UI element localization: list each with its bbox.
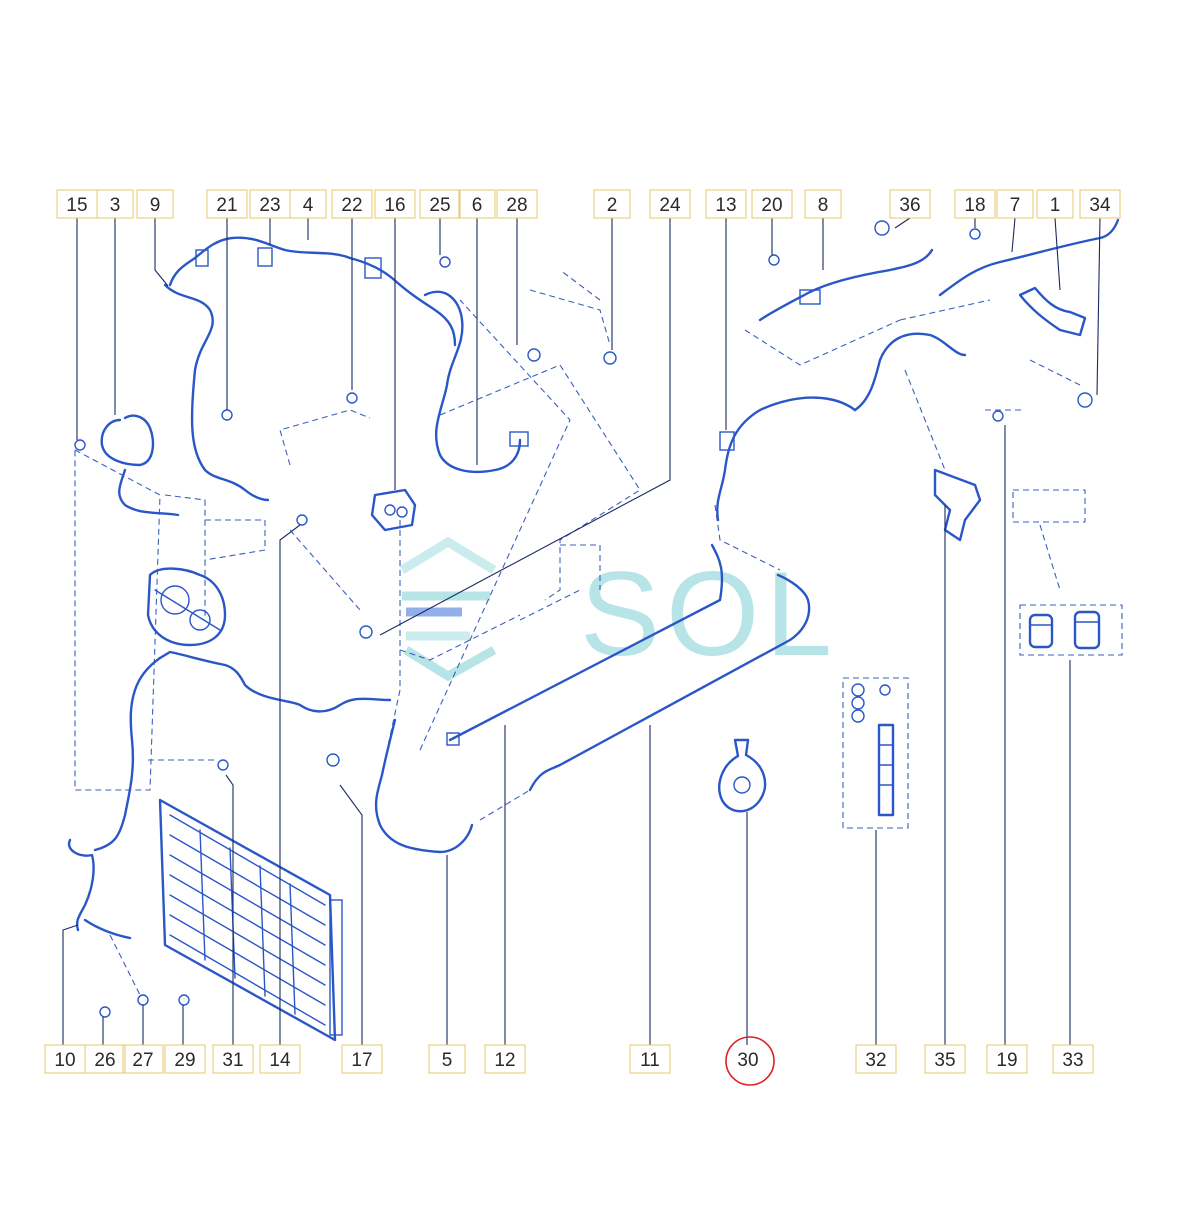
part-label-28: 28 — [506, 195, 527, 216]
part-label-6: 6 — [472, 195, 483, 216]
top-part-labels: 15 3 9 21 23 4 22 16 25 6 28 2 24 13 20 … — [56, 189, 1121, 219]
part-label-33: 33 — [1062, 1050, 1083, 1071]
bottom-part-labels: 10 26 27 29 31 14 17 5 12 11 30 32 35 19… — [44, 1036, 1094, 1086]
highlight-circle — [725, 1036, 775, 1086]
part-label-3: 3 — [110, 195, 121, 216]
watermark-logo-icon — [399, 536, 497, 682]
part-label-29: 29 — [174, 1050, 195, 1071]
assembly-dashed-lines — [74, 269, 1123, 996]
part-label-23: 23 — [259, 195, 280, 216]
part-label-18: 18 — [964, 195, 985, 216]
part-label-16: 16 — [384, 195, 405, 216]
part-label-1: 1 — [1050, 195, 1061, 216]
part-label-14: 14 — [269, 1050, 291, 1071]
pipe-11 — [528, 573, 811, 792]
watermark: SOL — [399, 536, 838, 682]
pipe-7 — [938, 218, 1120, 297]
part-label-7: 7 — [1010, 195, 1021, 216]
hose-10 — [67, 838, 132, 940]
part-label-35: 35 — [934, 1050, 955, 1071]
component-33 — [1028, 610, 1101, 650]
pipe-13 — [716, 332, 967, 522]
part-label-15: 15 — [66, 195, 87, 216]
part-label-31: 31 — [222, 1050, 243, 1071]
leader-lines — [62, 217, 1101, 1045]
part-label-17: 17 — [351, 1050, 372, 1071]
pipe-12 — [446, 543, 724, 746]
part-label-30: 30 — [737, 1050, 758, 1071]
part-label-21: 21 — [216, 195, 237, 216]
pipe-5 — [374, 718, 474, 854]
part-label-36: 36 — [899, 195, 920, 216]
part-label-22: 22 — [341, 195, 362, 216]
part-label-25: 25 — [429, 195, 450, 216]
component-35 — [933, 468, 982, 542]
pipe-31-14 — [93, 650, 392, 852]
compressor — [146, 567, 227, 647]
part-label-20: 20 — [761, 195, 782, 216]
part-label-12: 12 — [494, 1050, 515, 1071]
small-fasteners — [74, 220, 1093, 1018]
part-label-11: 11 — [640, 1050, 660, 1071]
component-30 — [718, 738, 767, 813]
component-1 — [1018, 286, 1087, 337]
part-label-8: 8 — [818, 195, 829, 216]
part-label-26: 26 — [94, 1050, 115, 1071]
part-label-27: 27 — [132, 1050, 153, 1071]
component-32 — [851, 683, 895, 817]
pipe-8 — [758, 248, 934, 322]
hose-6 — [423, 290, 529, 474]
part-label-19: 19 — [996, 1050, 1017, 1071]
hose-9-21-4 — [163, 236, 457, 502]
part-label-9: 9 — [150, 195, 161, 216]
part-label-4: 4 — [303, 195, 314, 216]
part-label-24: 24 — [659, 195, 681, 216]
part-label-34: 34 — [1089, 195, 1111, 216]
part-label-13: 13 — [715, 195, 736, 216]
part-label-32: 32 — [865, 1050, 886, 1071]
hose-3 — [100, 414, 180, 517]
condenser — [158, 798, 343, 1042]
part-label-10: 10 — [54, 1050, 75, 1071]
component-16 — [370, 488, 417, 532]
part-label-5: 5 — [442, 1050, 453, 1071]
part-label-2: 2 — [607, 195, 618, 216]
watermark-text: SOL — [580, 547, 838, 681]
